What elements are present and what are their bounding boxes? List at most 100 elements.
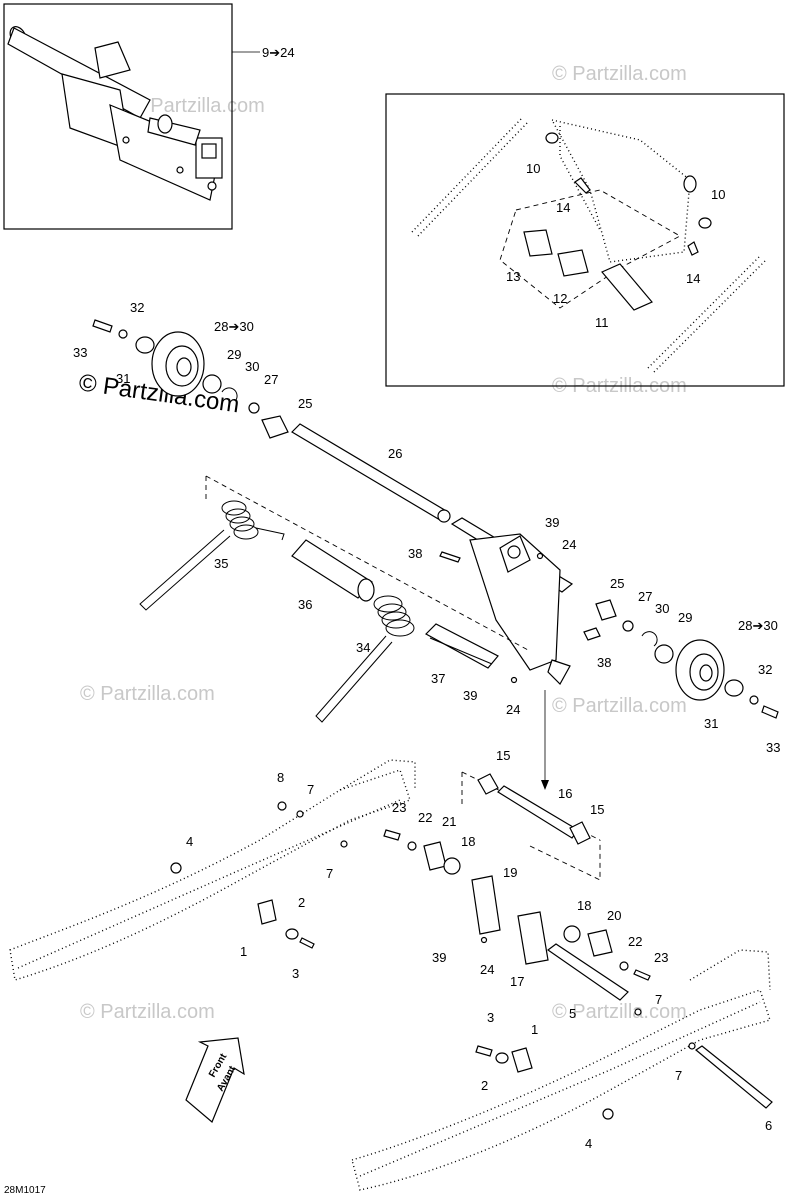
bolt-6-icon bbox=[694, 1045, 773, 1109]
watermark-text: © Partzilla.com bbox=[130, 95, 265, 117]
block-1-icon bbox=[511, 1047, 533, 1073]
callout-1: 1 bbox=[240, 944, 247, 959]
detail-frame bbox=[385, 93, 785, 387]
callout-38: 38 bbox=[597, 655, 611, 670]
callout-39: 39 bbox=[432, 950, 446, 965]
grease-fitting-24-icon bbox=[480, 936, 488, 944]
bushing-25-icon bbox=[595, 599, 617, 621]
nut-4-icon bbox=[170, 862, 182, 874]
callout-39: 39 bbox=[545, 515, 559, 530]
callout-24: 24 bbox=[562, 537, 576, 552]
callout-14: 14 bbox=[556, 200, 570, 215]
callout-22: 22 bbox=[418, 810, 432, 825]
springs-group: 35 36 34 37 bbox=[139, 475, 529, 723]
block-20-icon bbox=[587, 929, 613, 957]
callout-18: 18 bbox=[577, 898, 591, 913]
washer-22-icon bbox=[407, 841, 417, 851]
callout-2: 2 bbox=[481, 1078, 488, 1093]
callout-8: 8 bbox=[277, 770, 284, 785]
callout-24: 24 bbox=[480, 962, 494, 977]
callout-29: 29 bbox=[227, 347, 241, 362]
callout-31: 31 bbox=[704, 716, 718, 731]
bolt-3-icon bbox=[299, 937, 315, 949]
callout-6: 6 bbox=[765, 1118, 772, 1133]
rod-right bbox=[647, 255, 761, 369]
callout-4: 4 bbox=[186, 834, 193, 849]
callout-15: 15 bbox=[590, 802, 604, 817]
callout-14: 14 bbox=[686, 271, 700, 286]
washer-7-icon bbox=[688, 1042, 696, 1050]
callout-7: 7 bbox=[307, 782, 314, 797]
bolt-14-icon bbox=[574, 177, 591, 194]
callout-11: 11 bbox=[595, 315, 609, 330]
callout-30: 30 bbox=[655, 601, 669, 616]
front-arrow-icon bbox=[185, 1037, 245, 1123]
nut-10-icon bbox=[698, 217, 712, 229]
bushing-18-icon bbox=[563, 925, 581, 943]
callout-30: 30 bbox=[245, 359, 259, 374]
callout-10: 10 bbox=[711, 187, 725, 202]
washer-7-icon bbox=[340, 840, 348, 848]
callout-5: 5 bbox=[569, 1006, 576, 1021]
washer-32-icon bbox=[118, 329, 128, 339]
callout-9-24: 9➔24 bbox=[262, 45, 295, 60]
bolt-38-icon bbox=[439, 551, 461, 563]
spacer-31-icon bbox=[135, 336, 155, 354]
callout-23: 23 bbox=[392, 800, 406, 815]
watermark-text: © Partzilla.com bbox=[552, 63, 687, 85]
callout-33: 33 bbox=[766, 740, 780, 755]
callout-3: 3 bbox=[487, 1010, 494, 1025]
callout-12: 12 bbox=[553, 291, 567, 306]
callout-28-30: 28➔30 bbox=[214, 319, 254, 334]
callout-10: 10 bbox=[526, 161, 540, 176]
watermark-text: © Partzilla.com bbox=[552, 695, 687, 717]
bushing-15-icon bbox=[477, 773, 499, 795]
callout-22: 22 bbox=[628, 934, 642, 949]
callout-7: 7 bbox=[326, 866, 333, 881]
detail-frame bbox=[3, 3, 233, 230]
diagram-code: 28M1017 bbox=[4, 1185, 46, 1196]
callout-4: 4 bbox=[585, 1136, 592, 1151]
rod-left bbox=[411, 117, 523, 233]
callout-23: 23 bbox=[654, 950, 668, 965]
bushing-15-icon bbox=[569, 821, 591, 845]
bolt-38-icon bbox=[583, 627, 601, 641]
washer-7-icon bbox=[634, 1008, 642, 1016]
callout-13: 13 bbox=[506, 269, 520, 284]
callout-31: 31 bbox=[116, 371, 130, 386]
nut-8-icon bbox=[277, 801, 287, 811]
shaft-26-icon bbox=[291, 423, 449, 521]
spacer-31-icon bbox=[724, 679, 744, 697]
grease-fitting-24-icon bbox=[536, 552, 544, 560]
callout-16: 16 bbox=[558, 786, 572, 801]
washer-22-icon bbox=[619, 961, 629, 971]
washer-27-icon bbox=[622, 620, 634, 632]
watermark-text: © Partzilla.com bbox=[80, 1001, 215, 1023]
callout-38: 38 bbox=[408, 546, 422, 561]
detail-box-10-14: 10 10 14 14 13 12 11 bbox=[385, 93, 785, 387]
watermark-text: © Partzilla.com bbox=[80, 683, 215, 705]
arm-frame-icon bbox=[469, 533, 561, 671]
callout-18: 18 bbox=[461, 834, 475, 849]
center-arm-group: 39 24 38 38 39 24 bbox=[408, 515, 611, 790]
front-arm-group: 23 22 21 18 19 18 20 22 23 39 24 17 5 7 bbox=[383, 800, 668, 1021]
callout-21: 21 bbox=[442, 814, 456, 829]
grease-fitting-24-icon bbox=[510, 676, 518, 684]
callout-25: 25 bbox=[610, 576, 624, 591]
callout-17: 17 bbox=[510, 974, 524, 989]
detail-box-9-24: 9➔24 bbox=[3, 3, 295, 230]
callout-37: 37 bbox=[431, 671, 445, 686]
bolt-33-icon bbox=[92, 319, 113, 333]
bolt-23-icon bbox=[383, 829, 401, 841]
callout-33: 33 bbox=[73, 345, 87, 360]
left-slide-rail-icon bbox=[9, 769, 411, 981]
torsion-spring-34-icon bbox=[315, 595, 415, 723]
callout-2: 2 bbox=[298, 895, 305, 910]
callout-36: 36 bbox=[298, 597, 312, 612]
block-13-icon bbox=[523, 229, 553, 257]
shaft-5-icon bbox=[546, 943, 629, 1001]
callout-7: 7 bbox=[675, 1068, 682, 1083]
bearing-29-icon bbox=[654, 644, 674, 664]
bearing-29-icon bbox=[202, 374, 222, 394]
callout-35: 35 bbox=[214, 556, 228, 571]
